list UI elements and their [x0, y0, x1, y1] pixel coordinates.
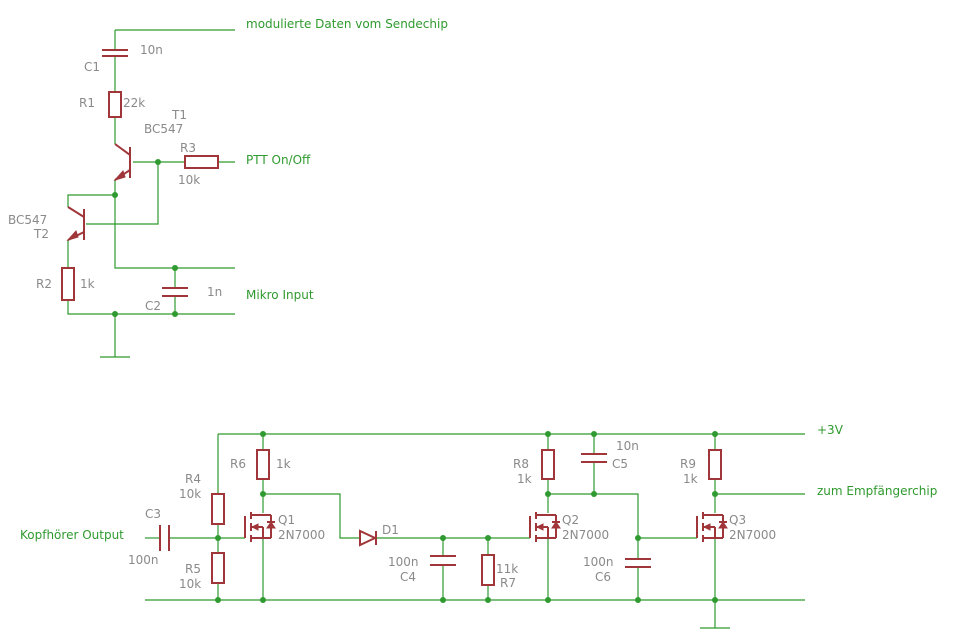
c5-name: C5	[612, 457, 628, 471]
capacitor-c6	[625, 558, 651, 568]
r7-value: 11k	[496, 562, 518, 576]
bottom-junctions	[215, 431, 718, 603]
transistor-t2	[66, 206, 85, 241]
r9-name: R9	[680, 457, 696, 471]
c2-name: C2	[145, 299, 161, 313]
q2-name: Q2	[562, 513, 579, 527]
c6-value: 100n	[583, 555, 614, 569]
c4-name: C4	[400, 570, 416, 584]
net-label-mic: Mikro Input	[246, 288, 314, 302]
mosfet-q1	[244, 512, 276, 542]
r2-name: R2	[36, 277, 52, 291]
c1-name: C1	[84, 60, 100, 74]
capacitor-c3	[159, 525, 170, 551]
r6-value: 1k	[276, 457, 291, 471]
r6-name: R6	[230, 457, 246, 471]
resistor-r1	[108, 91, 122, 118]
resistor-r6	[256, 449, 270, 480]
q1-value: 2N7000	[278, 528, 325, 542]
r3-value: 10k	[178, 173, 200, 187]
c3-value: 100n	[128, 553, 159, 567]
r4-name: R4	[185, 472, 201, 486]
net-label-headphone: Kopfhörer Output	[20, 528, 124, 542]
q3-value: 2N7000	[729, 528, 776, 542]
net-label-ptt: PTT On/Off	[246, 153, 311, 167]
q3-name: Q3	[729, 513, 746, 527]
r1-name: R1	[79, 96, 95, 110]
q1-name: Q1	[278, 513, 295, 527]
t2-value: BC547	[8, 213, 47, 227]
capacitor-c5	[581, 453, 607, 463]
c1-value: 10n	[140, 43, 163, 57]
r5-name: R5	[185, 562, 201, 576]
resistor-r8	[541, 449, 555, 480]
r8-name: R8	[513, 457, 529, 471]
diode-d1	[359, 529, 378, 547]
net-label-modulated: modulierte Daten vom Sendechip	[246, 17, 448, 31]
resistor-r9	[708, 449, 722, 480]
r4-value: 10k	[179, 487, 201, 501]
r3-name: R3	[180, 141, 196, 155]
net-label-rx: zum Empfängerchip	[817, 484, 937, 498]
capacitor-c4	[430, 555, 456, 566]
c4-value: 100n	[388, 555, 419, 569]
mosfet-q3	[696, 512, 728, 542]
capacitor-c1	[102, 49, 128, 57]
resistor-r4	[211, 493, 225, 525]
r1-value: 22k	[123, 96, 145, 110]
r7-name: R7	[500, 576, 516, 590]
q2-value: 2N7000	[562, 528, 609, 542]
d1-name: D1	[382, 523, 399, 537]
resistor-r7	[481, 554, 495, 586]
c5-value: 10n	[616, 439, 639, 453]
r9-value: 1k	[683, 472, 698, 486]
t1-value: BC547	[144, 122, 183, 136]
r5-value: 10k	[179, 577, 201, 591]
resistor-r5	[211, 552, 225, 584]
c3-name: C3	[145, 507, 161, 521]
c2-value: 1n	[207, 285, 222, 299]
capacitor-c2	[162, 287, 188, 297]
r2-value: 1k	[80, 277, 95, 291]
t2-name: T2	[33, 227, 49, 241]
transistor-t1	[113, 143, 131, 181]
net-label-vcc: +3V	[817, 423, 844, 437]
c6-name: C6	[595, 570, 611, 584]
resistor-r3	[184, 155, 219, 169]
resistor-r2	[61, 267, 75, 301]
mosfet-q2	[529, 512, 561, 542]
r8-value: 1k	[517, 472, 532, 486]
top-junctions	[112, 159, 178, 317]
bottom-wires	[145, 433, 805, 629]
t1-name: T1	[171, 108, 187, 122]
